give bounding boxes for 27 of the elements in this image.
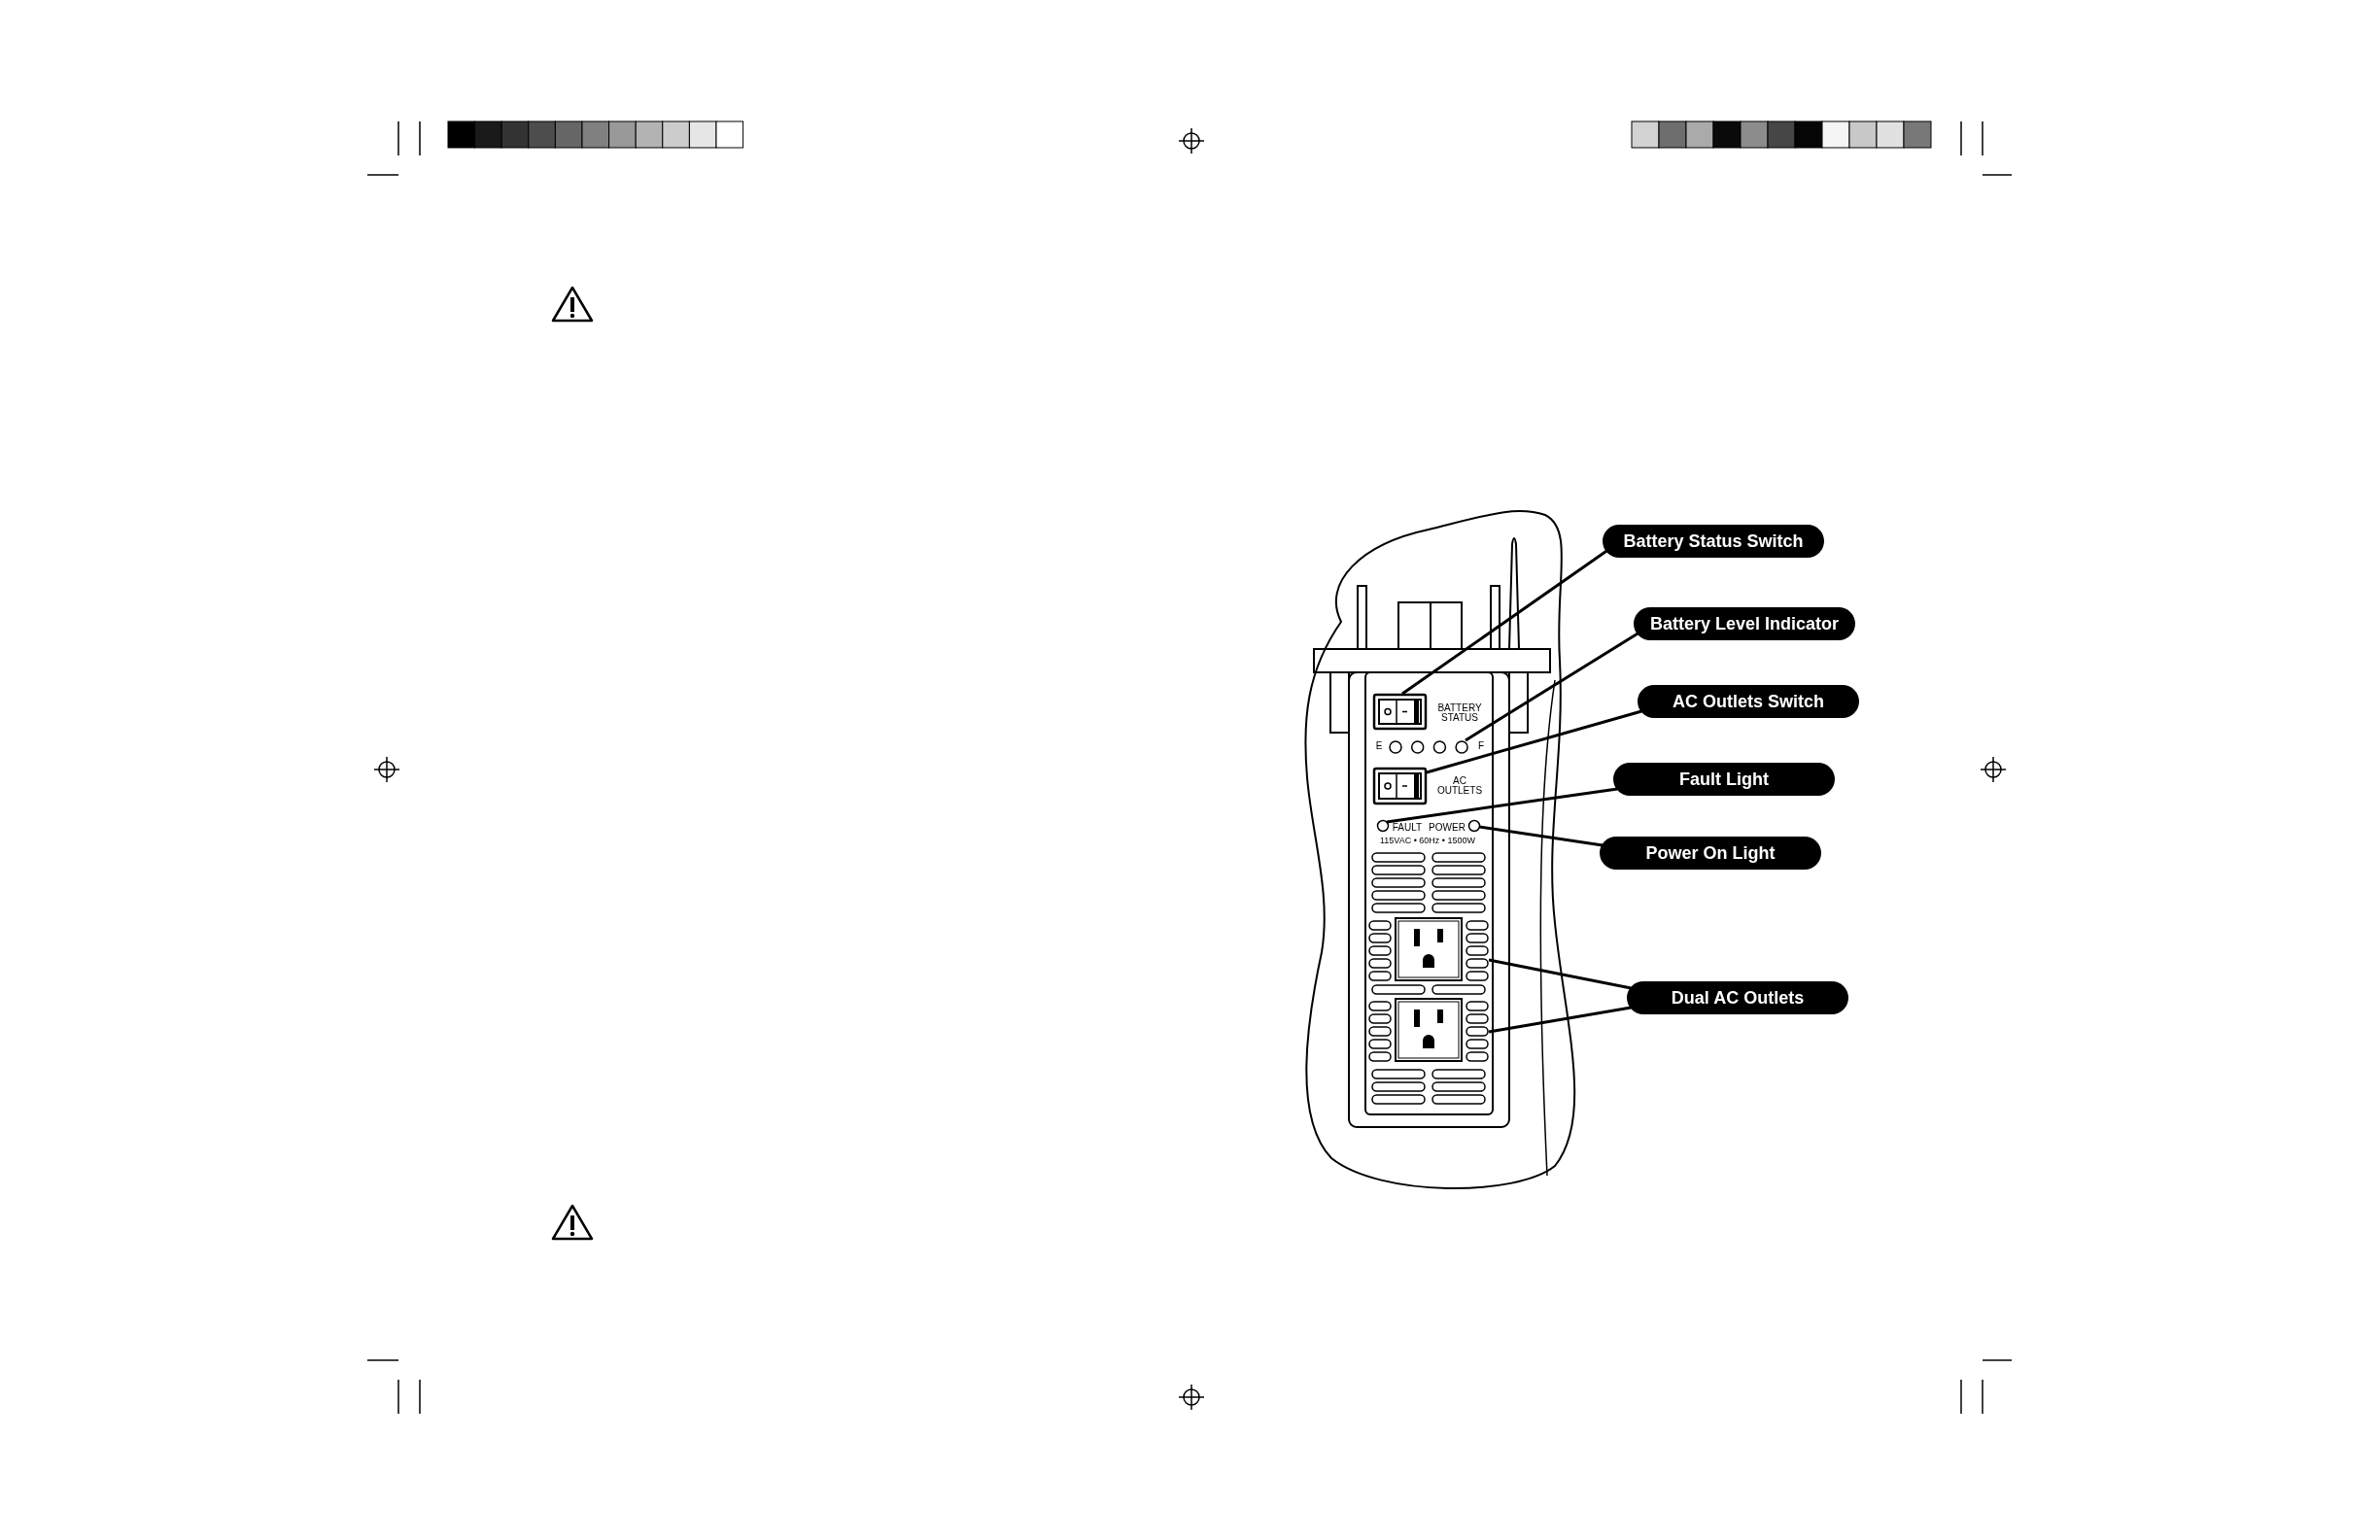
callout-label: Fault Light — [1613, 763, 1835, 796]
indicator-light — [1377, 820, 1389, 832]
leader-line — [1478, 825, 1604, 847]
panel-label: AC OUTLETS — [1435, 776, 1484, 796]
leader-line — [1488, 1006, 1632, 1034]
panel-label: 115VAC • 60Hz • 1500W — [1379, 836, 1476, 845]
rocker-switch — [1373, 768, 1427, 804]
leader-line — [1488, 958, 1632, 990]
panel-label: E — [1374, 741, 1384, 751]
indicator-light — [1468, 820, 1480, 832]
callout-label: Battery Level Indicator — [1634, 607, 1855, 640]
outlet — [1368, 917, 1489, 981]
leader-line — [1386, 787, 1618, 824]
callout-label: Battery Status Switch — [1603, 525, 1824, 558]
callout-label: AC Outlets Switch — [1638, 685, 1859, 718]
panel-label: FAULT — [1391, 823, 1424, 833]
panel-label: BATTERY STATUS — [1436, 703, 1483, 723]
panel-label: F — [1476, 741, 1486, 751]
callout-label: Power On Light — [1600, 837, 1821, 870]
rocker-switch — [1373, 694, 1427, 730]
callout-label: Dual AC Outlets — [1627, 981, 1848, 1014]
panel-label: POWER — [1429, 823, 1466, 833]
leader-line — [1426, 709, 1642, 774]
leader-line — [1401, 549, 1608, 696]
indicator-lights — [1388, 740, 1469, 754]
leader-line — [1465, 632, 1639, 742]
outlet — [1368, 998, 1489, 1062]
